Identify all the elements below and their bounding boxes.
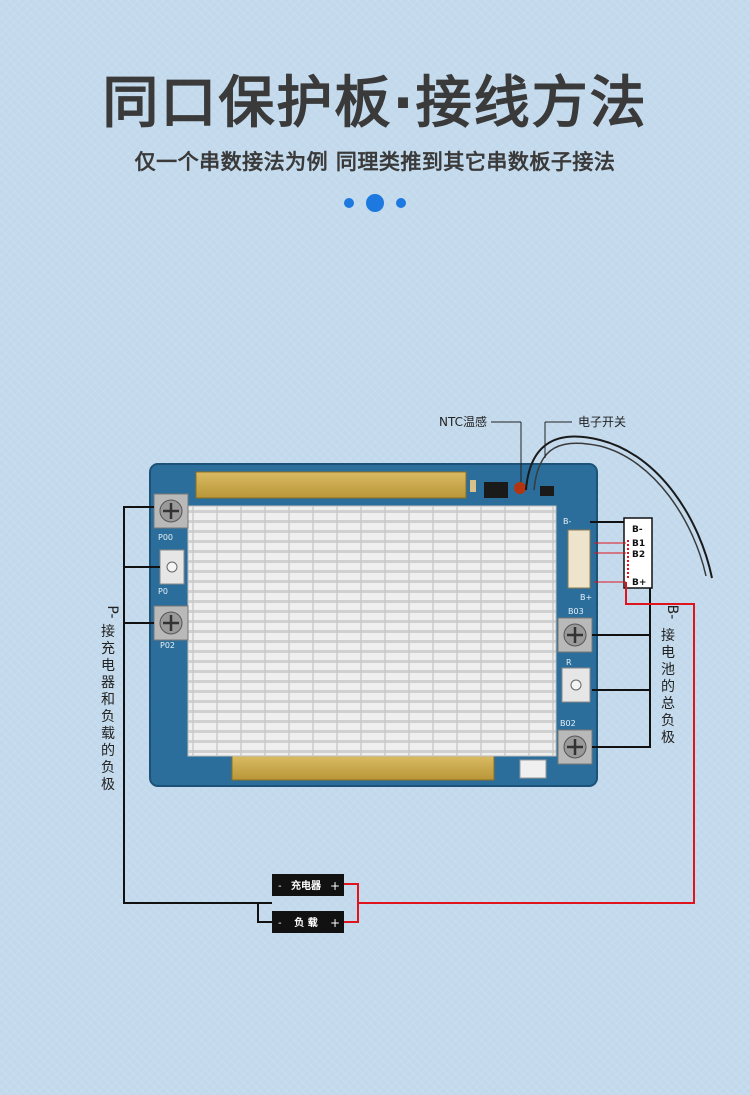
terminal-p02	[153, 605, 189, 641]
heatsink-grid	[188, 506, 556, 756]
p-minus-vertical-0: P-	[104, 605, 120, 618]
b-minus-vertical-6: 负	[661, 713, 675, 729]
page-subtitle: 仅一个串数接法为例 同理类推到其它串数板子接法	[134, 150, 616, 174]
tap-b-minus: B-	[632, 525, 643, 535]
component-top-1	[484, 482, 508, 498]
terminal-b03	[557, 617, 593, 653]
silk-b-plus: B+	[580, 593, 592, 602]
dot-right	[396, 198, 406, 208]
silk-b02: B02	[560, 719, 576, 728]
silk-b-minus: B-	[563, 517, 571, 526]
connector-bottom	[519, 759, 547, 779]
silk-p00: P00	[158, 533, 173, 542]
silk-p02: P02	[160, 641, 175, 650]
terminal-r	[561, 667, 591, 703]
load-block: - 负 载 +	[272, 911, 344, 933]
b-minus-vertical-4: 的	[661, 679, 675, 695]
charger-box	[272, 874, 344, 896]
silk-p0: P0	[158, 587, 168, 596]
charger-minus: -	[278, 881, 282, 892]
load-minus: -	[278, 918, 282, 929]
tap-b-plus: B+	[632, 578, 646, 588]
p-minus-vertical-4: 器	[101, 675, 115, 691]
pad-top	[470, 480, 476, 492]
terminal-p0	[159, 549, 185, 585]
load-label: 负 载	[294, 916, 317, 929]
b-minus-vertical-2: 电	[661, 645, 675, 661]
p-minus-vertical-6: 负	[101, 709, 115, 725]
b-minus-vertical-1: 接	[661, 627, 675, 644]
dot-center	[366, 194, 384, 212]
p-minus-vertical-10: 极	[101, 777, 115, 793]
switch-wire	[525, 435, 713, 579]
balance-connector	[567, 529, 591, 589]
p-minus-wiring	[123, 506, 272, 923]
p-minus-vertical-2: 充	[101, 641, 115, 657]
switch-label: 电子开关	[578, 415, 626, 429]
silk-b03: B03	[568, 607, 584, 616]
b-minus-vertical-0: B-	[664, 605, 680, 620]
page-title: 同口保护板·接线方法	[102, 71, 648, 136]
p-minus-vertical-1: 接	[101, 623, 115, 640]
silk-r: R	[566, 658, 572, 667]
decorative-dots	[340, 194, 410, 214]
charger-block: - 充电器 +	[272, 874, 344, 896]
pcb-board: P00 P0 P02 B03 B02 B- B+ R	[149, 463, 598, 787]
charger-label: 充电器	[291, 879, 322, 892]
p-minus-vertical-5: 和	[101, 692, 115, 708]
charger-plus: +	[330, 879, 340, 893]
battery-taps: B- B1 B2 B+	[594, 517, 653, 589]
ntc-sensor	[514, 482, 526, 494]
ntc-label: NTC温感	[439, 414, 487, 429]
p-minus-vertical-7: 载	[101, 726, 115, 742]
terminal-b02	[557, 729, 593, 765]
load-plus: +	[330, 916, 340, 930]
b-minus-label: B- 接 电 池 的 总 负 极	[661, 605, 680, 746]
b-minus-vertical-5: 总	[661, 696, 675, 712]
positive-wiring	[344, 582, 695, 923]
p-minus-vertical-8: 的	[101, 743, 115, 759]
p-minus-vertical-9: 负	[101, 760, 115, 776]
component-top-2	[540, 486, 554, 496]
p-minus-label: P- 接 充 电 器 和 负 载 的 负 极	[101, 605, 120, 793]
tap-b2: B2	[632, 550, 645, 560]
terminal-p00	[153, 493, 189, 529]
b-minus-vertical-3: 池	[661, 662, 675, 678]
tap-b1: B1	[632, 539, 645, 549]
gold-busbar-bottom	[231, 755, 495, 781]
gold-busbar-top	[195, 471, 467, 499]
p-minus-vertical-3: 电	[101, 658, 115, 674]
b-minus-vertical-7: 极	[661, 730, 675, 746]
dot-left	[344, 198, 354, 208]
load-box	[272, 911, 344, 933]
